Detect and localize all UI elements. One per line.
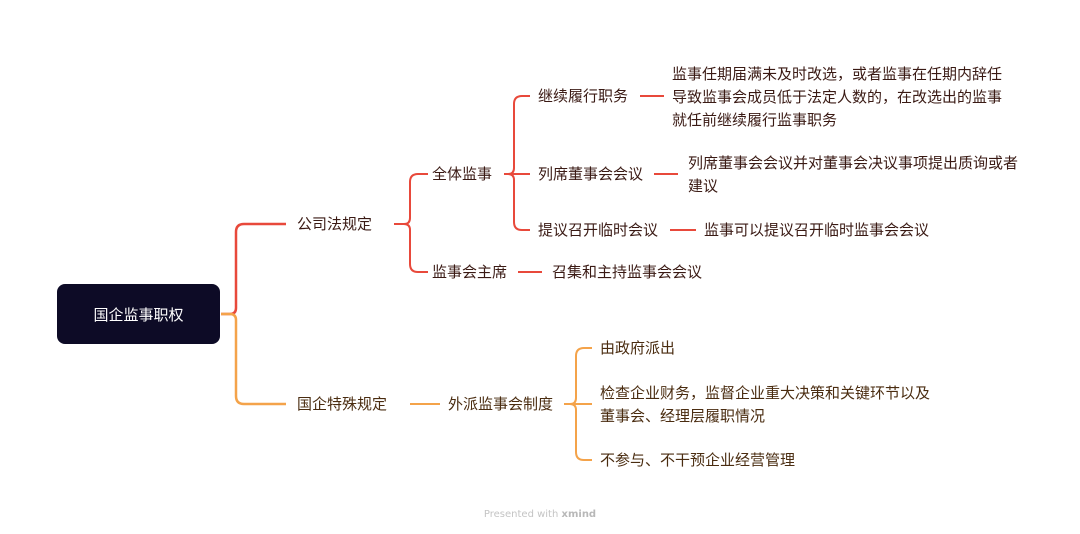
node-attend-board[interactable]: 列席董事会会议 — [538, 165, 644, 183]
external-to-item-1 — [564, 347, 592, 405]
all-supervisors-to-continue — [504, 95, 530, 175]
node-continue-duties[interactable]: 继续履行职务 — [538, 87, 629, 105]
root-node[interactable]: 国企监事职权 — [57, 284, 220, 344]
detail-continue-duties[interactable]: 监事任期届满未及时改选，或者监事在任期内辞任导致监事会成员低于法定人数的，在改选… — [672, 65, 1003, 129]
node-propose-meeting[interactable]: 提议召开临时会议 — [538, 221, 659, 239]
footer-prefix: Presented with — [483, 509, 559, 520]
detail-attend-board[interactable]: 列席董事会会议并对董事会决议事项提出质询或者建议 — [688, 154, 1019, 195]
detail-propose-meeting[interactable]: 监事可以提议召开临时监事会会议 — [704, 221, 930, 239]
root-to-company-law — [221, 222, 286, 316]
root-to-soe-special — [221, 312, 286, 406]
footer-brand: xmind — [561, 509, 597, 520]
company-law-to-chairman — [394, 223, 428, 273]
external-item-3[interactable]: 不参与、不干预企业经营管理 — [600, 451, 796, 469]
node-soe-special[interactable]: 国企特殊规定 — [297, 395, 388, 413]
footer-credit: Presented with xmind — [0, 509, 1080, 520]
node-chairman[interactable]: 监事会主席 — [432, 263, 508, 281]
node-external-board[interactable]: 外派监事会制度 — [448, 395, 554, 413]
external-item-2[interactable]: 检查企业财务，监督企业重大决策和关键环节以及董事会、经理层履职情况 — [600, 384, 931, 425]
all-supervisors-to-propose — [504, 173, 530, 231]
external-to-item-3 — [564, 403, 592, 461]
node-company-law[interactable]: 公司法规定 — [297, 215, 373, 233]
company-law-to-all-supervisors — [394, 173, 428, 225]
detail-chairman[interactable]: 召集和主持监事会会议 — [552, 263, 703, 281]
node-all-supervisors[interactable]: 全体监事 — [432, 165, 493, 183]
external-item-1[interactable]: 由政府派出 — [600, 339, 676, 357]
root-label: 国企监事职权 — [93, 305, 184, 324]
